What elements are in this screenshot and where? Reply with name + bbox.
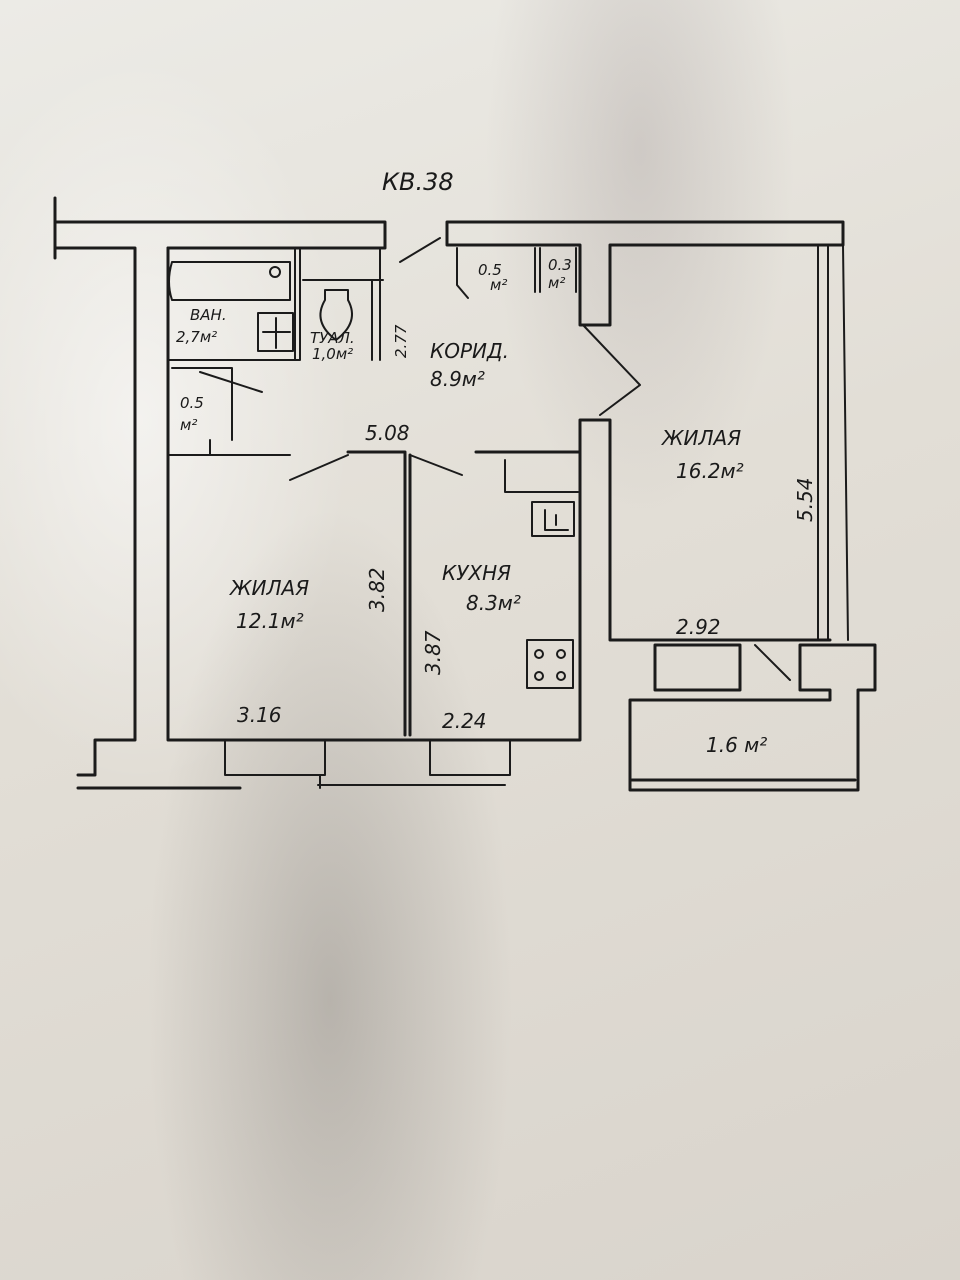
pantry2-area: 0.3 [548,256,572,274]
corridor-wall [346,450,582,737]
dim-382: 3.82 [365,567,389,612]
balcony-area: 1.6 м² [706,733,767,757]
corridor-doors [399,237,641,416]
bath-name: ВАН. [190,306,227,324]
pantries [456,247,577,299]
dim-508: 5.08 [365,421,410,445]
burner-3 [534,671,544,681]
top-wall-right [445,220,845,327]
kitchen-area: 8.3м² [466,591,521,615]
bath-area: 2,7м² [176,328,217,346]
living1-name: ЖИЛАЯ [228,576,309,600]
dim-387: 3.87 [421,630,445,675]
dim-554: 5.54 [793,477,817,522]
walls [53,196,877,792]
sink [257,312,294,352]
dim-292: 2.92 [676,615,721,639]
pantry1-area: 0.5 [478,261,502,279]
right-facade [817,244,849,641]
toilet-bowl [319,289,353,341]
closet-unit: м² [180,416,197,434]
living2-name: ЖИЛАЯ [660,426,741,450]
stove [526,639,574,689]
toilet-name: ТУАЛ. [310,329,355,347]
pantry1-unit: м² [490,276,507,294]
living2-area: 16.2м² [676,459,744,483]
living1-area: 12.1м² [236,609,304,633]
apartment-title: КВ.38 [382,168,454,196]
top-wall-left [53,196,387,790]
closet-door [199,371,263,393]
kitchen-cabinet [504,459,579,493]
pantry2-unit: м² [548,274,565,292]
burner-2 [556,649,566,659]
kitchen-name: КУХНЯ [442,561,511,585]
toilet-area: 1,0м² [312,345,353,363]
corridor-name: КОРИД. [430,339,509,363]
dim-224: 2.24 [442,709,487,733]
dimension-labels: 2.77 5.08 3.82 3.87 3.16 2.24 5.54 2.92 [237,324,817,733]
bathtub [168,261,291,301]
burner-1 [534,649,544,659]
balcony [628,643,877,792]
burner-4 [556,671,566,681]
left-block-outline [166,246,832,742]
kitchen-sink [531,501,575,537]
room-doors [289,454,463,481]
room-labels: ВАН. 2,7м² ТУАЛ. 1,0м² 0.5 м² 0.5 м² 0.3… [176,256,767,757]
bath-partition [167,247,384,361]
bathtub-drain [269,266,281,278]
balcony-door [754,644,791,681]
closet-area: 0.5 [180,394,204,412]
dim-277: 2.77 [392,324,410,358]
closet-outline [167,367,291,456]
dim-316: 3.16 [237,703,282,727]
bottom-windows [224,739,511,789]
kitchen-sink-tap [544,509,569,531]
corridor-area: 8.9м² [430,367,485,391]
sink-tap [262,317,291,349]
